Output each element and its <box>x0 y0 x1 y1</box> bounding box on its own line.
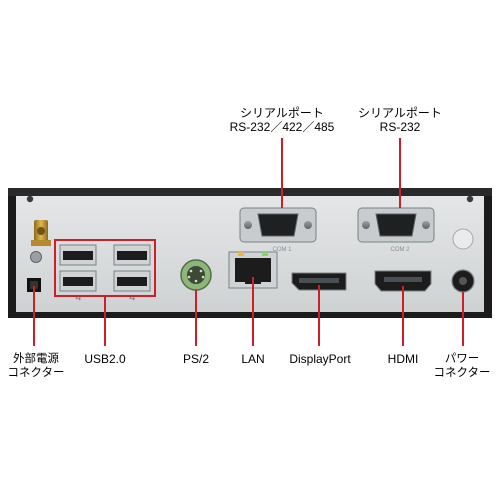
callout-ps2: PS/2 <box>182 352 209 366</box>
serial-port-com1: COM 1 <box>239 207 317 253</box>
svg-text:⇆: ⇆ <box>129 295 135 302</box>
callout-power-connector: パワー コネクター <box>428 352 496 380</box>
power-connector-line2: コネクター <box>433 367 491 379</box>
serial-port-1-line2: RS-232／422／485 <box>229 120 335 134</box>
ext-power-connector <box>27 251 42 292</box>
ext-power-line1: 外部電源 <box>13 353 59 365</box>
callout-usb: USB2.0 <box>84 352 126 366</box>
com1-marking: COM 1 <box>272 247 292 253</box>
hdmi-port <box>374 270 432 292</box>
callout-serial-port-2: シリアルポート RS-232 <box>350 106 450 134</box>
serial-port-1-line1: シリアルポート <box>240 106 324 120</box>
antenna-connector <box>31 220 51 246</box>
serial-port-2-line1: シリアルポート <box>358 106 442 120</box>
ps2-port <box>180 259 212 291</box>
serial-port-2-line2: RS-232 <box>379 120 421 134</box>
svg-text:⇆: ⇆ <box>75 295 81 302</box>
serial-port-com2: COM 2 <box>357 207 435 253</box>
power-connector-line1: パワー <box>444 353 480 365</box>
callout-ext-power-connector: 外部電源 コネクター <box>2 352 70 380</box>
com2-marking: COM 2 <box>390 247 410 253</box>
callout-hdmi: HDMI <box>387 352 419 366</box>
callout-serial-port-1: シリアルポート RS-232／422／485 <box>222 106 342 134</box>
usb-ports: ⇆ ⇆ <box>59 244 151 302</box>
ext-power-line2: コネクター <box>7 367 65 379</box>
callout-lines <box>33 138 464 346</box>
power-connector <box>451 228 475 293</box>
callout-lan: LAN <box>241 352 265 366</box>
displayport-port <box>291 272 347 291</box>
callout-displayport: DisplayPort <box>289 352 351 366</box>
